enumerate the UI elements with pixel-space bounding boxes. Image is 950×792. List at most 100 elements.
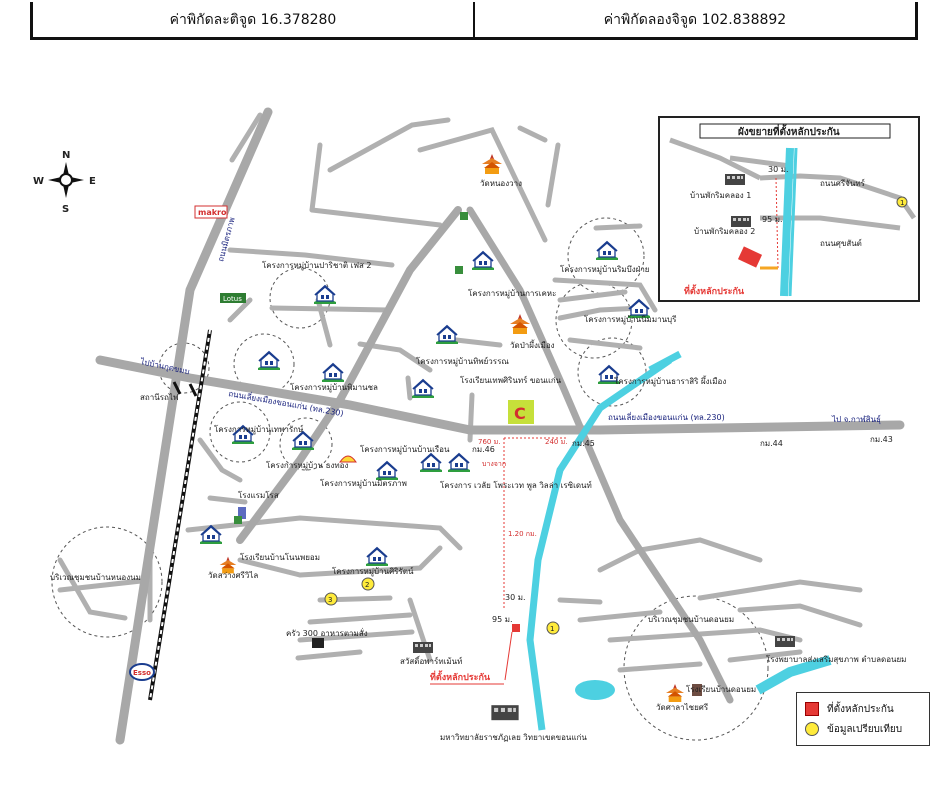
inset-label-1: บ้านพักริมคลอง 1 [690,191,751,200]
longitude-label: ค่าพิกัดลองจิจูด 102.838892 [473,2,915,37]
canal-north [648,350,682,374]
store-icon-3 [234,516,242,524]
makro-icon: makro [194,205,228,219]
dist-30: 30 ม. [505,593,526,602]
legend-collateral-label: ที่ตั้งหลักประกัน [827,703,894,715]
compass-rose: N S E W [33,150,96,215]
project-5-label: โครงการหมู่บ้านมิตรภาพ [320,478,407,489]
inset-marker-label: ที่ตั้งหลักประกัน [684,284,745,297]
railway [148,329,212,701]
project-11-label: โครงการหมู่บ้าน ธงทอง [266,460,348,471]
restaurant-icon [312,638,324,648]
apartment-label: สวัสดิ์อพาร์ทเม้นท์ [400,655,462,666]
marker-label: ที่ตั้งหลักประกัน [430,670,491,683]
railway-crossing [172,381,198,397]
esso-icon: Esso [129,663,155,681]
inset-label-6: 95 ม. [762,215,783,224]
temple-icon-4 [666,684,684,702]
km-45-label: กม.45 [572,439,595,448]
temple-main-label: วัดสว่างศรีวิไล [208,571,258,580]
latitude-label: ค่าพิกัดละติจูด 16.378280 [169,11,337,28]
wat-pa-phueng-label: วัดป่าผึ้งเมือง [510,339,555,350]
bangchak-label: บางจาก [482,460,506,468]
to-kalasin-label: ไป จ.กาฬสินธุ์ [831,414,881,424]
project-4-label: โครงการหมู่บ้านพิมานชล [290,382,378,393]
school-local-label: โรงเรียนบ้านโนนพยอม [240,552,320,562]
minor-roads [57,112,863,673]
project-6-label: โครงการหมู่บ้านบ้านเรือน [360,444,450,455]
hotel-label: โรงแรมโรส [238,490,279,500]
km-43-label: กม.43 [870,435,893,444]
temple-2-label: วัดศาลาไชยศรี [656,703,709,712]
dist-120: 1.20 กม. [508,530,537,538]
university-icon [491,705,519,721]
hotel-icon [238,507,246,519]
krua-300-label: ครัว 300 อาหารตามสั่ง [286,627,368,638]
km-44-label: กม.44 [760,439,783,448]
svg-text:C: C [514,404,526,423]
store-icon-2 [455,266,463,274]
dist-95: 95 ม. [492,615,513,624]
community-2-label: บริเวณชุมชนบ้านดอนยม [648,615,734,624]
big-logo-icon: C [508,400,534,424]
legend-red-square-icon [805,702,819,716]
dist-760: 760 ม. [478,438,500,446]
inset-label-5: 30 ม. [768,165,789,174]
legend-comparison-label: ข้อมูลเปรียบเทียบ [827,723,903,735]
point-2: 2 [365,581,369,589]
hospital-icon [775,636,795,647]
coordinate-bar: ค่าพิกัดละติจูด 16.378280 ค่าพิกัดลองจิจ… [30,2,918,40]
canal-east [755,655,832,695]
compass-e: E [89,176,96,187]
km-46-label: กม.46 [472,445,495,454]
point-1: 1 [550,625,554,633]
dist-240: 240 ม. [545,438,567,446]
comparison-points: 1 2 3 [324,577,560,635]
compass-n: N [62,150,70,161]
project-1-label: โครงการหมู่บ้านริมบึงฝ่าย [560,264,650,275]
community-1-label: บริเวณชุมชนบ้านหนองนม [50,573,141,582]
project-7-label: โครงการหมู่บ้านเทพารักษ์ [214,424,303,435]
hospital-label: โรงพยาบาลส่งเสริมสุขภาพ ตำบลดอนยม [766,654,906,664]
legend-row-comparison: ข้อมูลเปรียบเทียบ [805,719,921,739]
point-3: 3 [328,596,332,604]
svg-text:makro: makro [198,208,227,217]
station-label: สถานีรถไฟ [140,393,179,402]
inset-point: 1 [900,199,904,207]
svg-text:Lotus: Lotus [223,295,242,303]
compass-w: W [33,176,44,187]
pond [575,680,615,700]
highway-east-label: ถนนเลี่ยงเมืองขอนแก่น (ทล.230) [608,411,725,422]
inset-label-4: ถนนศุขสันต์ [820,238,862,248]
legend-yellow-circle-icon [805,722,819,736]
project-3-label: โครงการหมู่บ้านนิมมานบุรี [584,314,677,325]
legend-row-collateral: ที่ตั้งหลักประกัน [805,699,921,719]
project-9-label: โครงการ เวลัย โพระเวท พูล วิลล่า เรซิเดน… [440,480,592,491]
legend: ที่ตั้งหลักประกัน ข้อมูลเปรียบเทียบ [796,692,930,746]
inset-title: ผังขยายที่ตั้งหลักประกัน [738,124,840,138]
store-icon-1 [460,212,468,220]
project-2-label: โครงการหมู่บ้านทิพย์วรรณ [416,356,509,367]
university-label: มหาวิทยาลัยราชภัฏเลย วิทยาเขตขอนแก่น [440,733,587,742]
major-roads [95,107,905,745]
project-karnkha-label: โครงการหมู่บ้านการเคหะ [468,288,556,299]
lotus-icon: Lotus [220,293,246,303]
canal [526,357,672,731]
temple-icon-2 [510,314,530,334]
temple-icon-1 [482,154,502,174]
svg-text:Esso: Esso [133,669,151,677]
apartment-icon [413,642,433,653]
marker-leader [504,631,513,681]
collateral-marker [512,624,520,632]
school-tech-label: โรงเรียนเทพศิรินทร์ ขอนแก่น [460,375,562,385]
project-8-label: โครงการหมู่บ้านศิริรัตน์ [332,566,414,577]
inset-label-3: ถนนศรีจันทร์ [820,178,866,188]
shell-icon [339,455,357,463]
inset-map: ผังขยายที่ตั้งหลักประกัน 1 บ้านพักริมคลอ… [658,116,920,302]
school-2-label: โรงเรียนบ้านดอนยม [686,684,756,694]
school-icon [692,684,702,696]
inset-label-2: บ้านพักริมคลอง 2 [694,227,755,236]
wat-nong-wang-label: วัดหนองวาง [480,179,522,188]
project-parichart-label: โครงการหมู่บ้านปาริชาติ เฟส 2 [262,260,372,271]
